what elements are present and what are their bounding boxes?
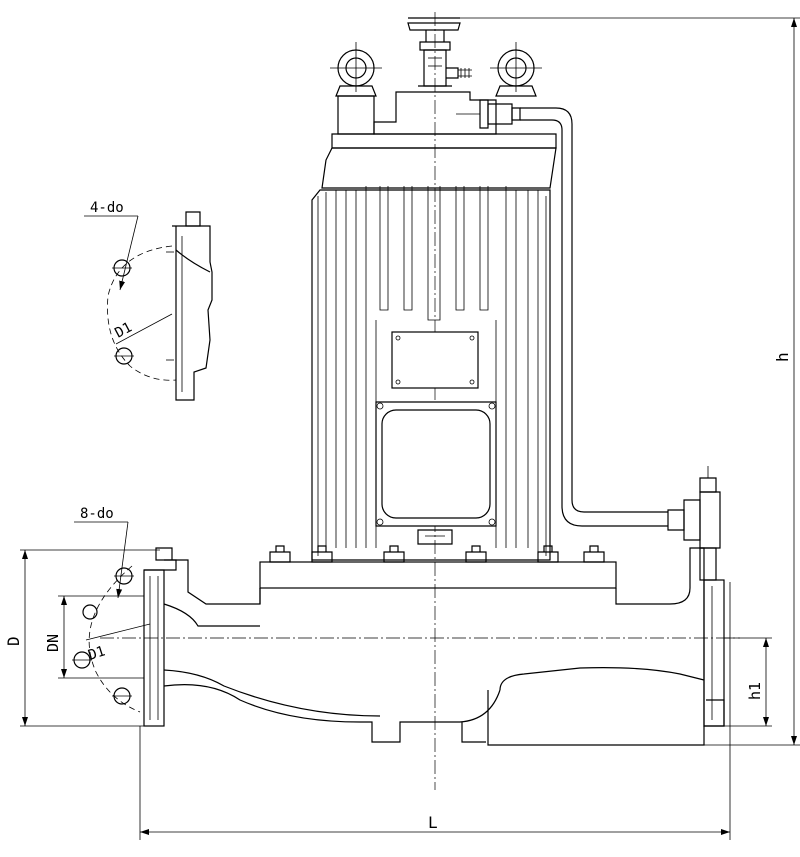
base-plate bbox=[259, 545, 617, 589]
center-lines bbox=[100, 12, 740, 790]
label-dn: DN bbox=[44, 634, 62, 652]
terminal-box bbox=[375, 401, 497, 545]
label-d1-flange: D1 bbox=[86, 643, 107, 663]
label-h: h bbox=[773, 352, 792, 362]
dimension-labels: 4-do D1 8-do D1 D DN h h1 L bbox=[4, 200, 792, 832]
lifting-eye-left bbox=[330, 42, 382, 135]
label-8-do: 8-do bbox=[80, 506, 114, 522]
flange-bolt-circle-large bbox=[72, 565, 151, 713]
side-valve bbox=[667, 466, 721, 581]
dimension-lines bbox=[20, 17, 800, 840]
label-l: L bbox=[428, 813, 438, 832]
handwheel-valve bbox=[407, 17, 472, 87]
detail-view-flange bbox=[107, 211, 213, 401]
label-h1: h1 bbox=[746, 682, 764, 700]
cooling-pipe bbox=[479, 99, 668, 527]
lifting-eye-right bbox=[490, 42, 542, 97]
label-d1-detail: D1 bbox=[112, 319, 134, 341]
pump-casing bbox=[143, 547, 725, 746]
name-plate bbox=[391, 331, 479, 389]
label-d: D bbox=[4, 636, 23, 646]
top-cover bbox=[321, 91, 557, 189]
label-4-do: 4-do bbox=[90, 200, 124, 216]
bolts bbox=[269, 545, 605, 563]
